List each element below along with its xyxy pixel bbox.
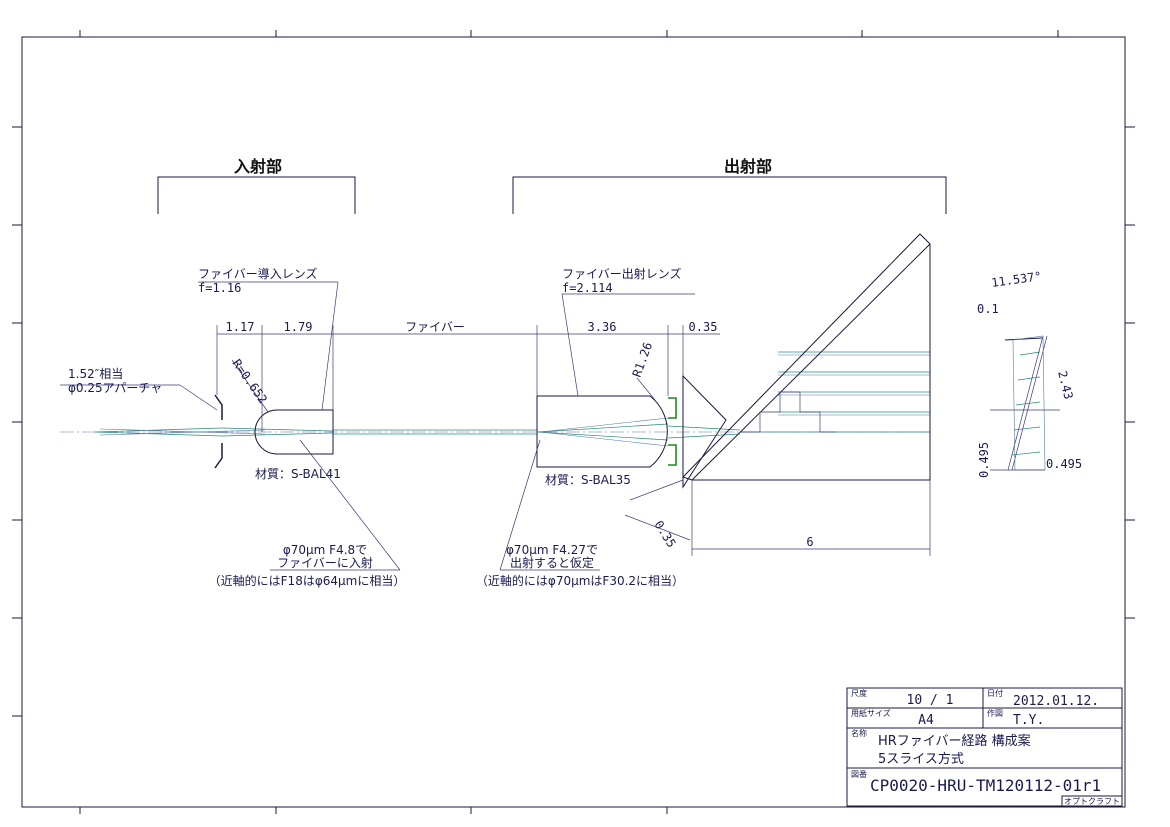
- tb-date-value: 2012.01.12.: [1013, 694, 1099, 709]
- slicer-prism: [682, 233, 931, 481]
- note-output-1: φ70μm F4.27で: [506, 543, 598, 557]
- input-section-bracket: [157, 176, 356, 214]
- tb-author-label: 作図: [987, 708, 1003, 718]
- note-input-3: （近軸的にはF18はφ64μmに相当）: [209, 573, 406, 588]
- output-lens: [536, 395, 668, 468]
- slicer-steps: [740, 391, 835, 433]
- dim-0-1: 0.1: [977, 302, 999, 316]
- output-lens-name: ファイバー出射レンズ: [562, 266, 682, 281]
- input-lens-focal: f=1.16: [198, 281, 241, 295]
- note-input-2: ファイバーに入射: [277, 555, 373, 570]
- dim-0-35-top: 0.35: [689, 320, 718, 334]
- dim-0-495-left: 0.495: [977, 442, 991, 478]
- dim-0-495-right: 0.495: [1046, 457, 1082, 471]
- dim-3-36: 3.36: [588, 320, 617, 334]
- sheet-border: [21, 36, 1126, 808]
- tb-paper-label: 用紙サイズ: [851, 708, 891, 718]
- title-block: [846, 687, 1123, 808]
- border-ticks: [12, 30, 1135, 814]
- radius-output: R1.26: [630, 340, 656, 379]
- note-input-1: φ70μm F4.8で: [283, 543, 367, 557]
- aperture-label-2: φ0.25アパーチャ: [68, 381, 162, 395]
- tb-name-line1: HRファイバー経路 構成案: [878, 733, 1031, 749]
- tb-date-label: 日付: [987, 688, 1003, 698]
- aperture-label-1: 1.52″相当: [68, 367, 123, 381]
- tb-author-value: T.Y.: [1013, 713, 1044, 728]
- tb-drawing-no: CP0020-HRU-TM120112-01r1: [870, 776, 1101, 795]
- dim-2-43: 2.43: [1055, 369, 1076, 400]
- slicer-prism-face: [691, 243, 931, 481]
- note-output-2: 出射すると仮定: [510, 555, 594, 570]
- tb-company: オプトクラフト: [1064, 797, 1120, 806]
- output-section-title: 出射部: [724, 157, 772, 176]
- output-lens-focal: f=2.114: [562, 281, 613, 295]
- input-rays: [94, 427, 537, 437]
- dim-1-17: 1.17: [226, 320, 255, 334]
- input-lens-name: ファイバー導入レンズ: [198, 266, 318, 281]
- tb-name-line2: 5スライス方式: [878, 751, 964, 767]
- dim-angle: 11.537°: [990, 269, 1042, 290]
- tb-name-label: 名称: [851, 728, 867, 738]
- dim-1-79: 1.79: [284, 320, 313, 334]
- output-spacers: [668, 397, 677, 466]
- tb-paper-value: A4: [918, 713, 934, 728]
- dim-6: 6: [806, 535, 813, 549]
- aperture-plate: [214, 394, 223, 469]
- slicer-detail: [990, 335, 1060, 471]
- radius-input: R=0.652: [230, 357, 270, 406]
- input-section-title: 入射部: [234, 157, 282, 176]
- fiber-label: ファイバー: [405, 320, 465, 334]
- material-input: 材質：S-BAL41: [255, 466, 341, 481]
- input-lens: [254, 409, 334, 455]
- note-output-3: （近軸的にはφ70μmはF30.2に相当）: [476, 573, 684, 588]
- output-section-bracket: [512, 176, 947, 214]
- tb-drawing-no-label: 図番: [851, 769, 867, 779]
- material-output: 材質：S-BAL35: [545, 472, 631, 487]
- tb-scale-value: 10 / 1: [907, 693, 954, 708]
- tb-scale-label: 尺度: [851, 688, 867, 698]
- small-prism: [682, 374, 727, 489]
- dimension-lines: [60, 281, 931, 571]
